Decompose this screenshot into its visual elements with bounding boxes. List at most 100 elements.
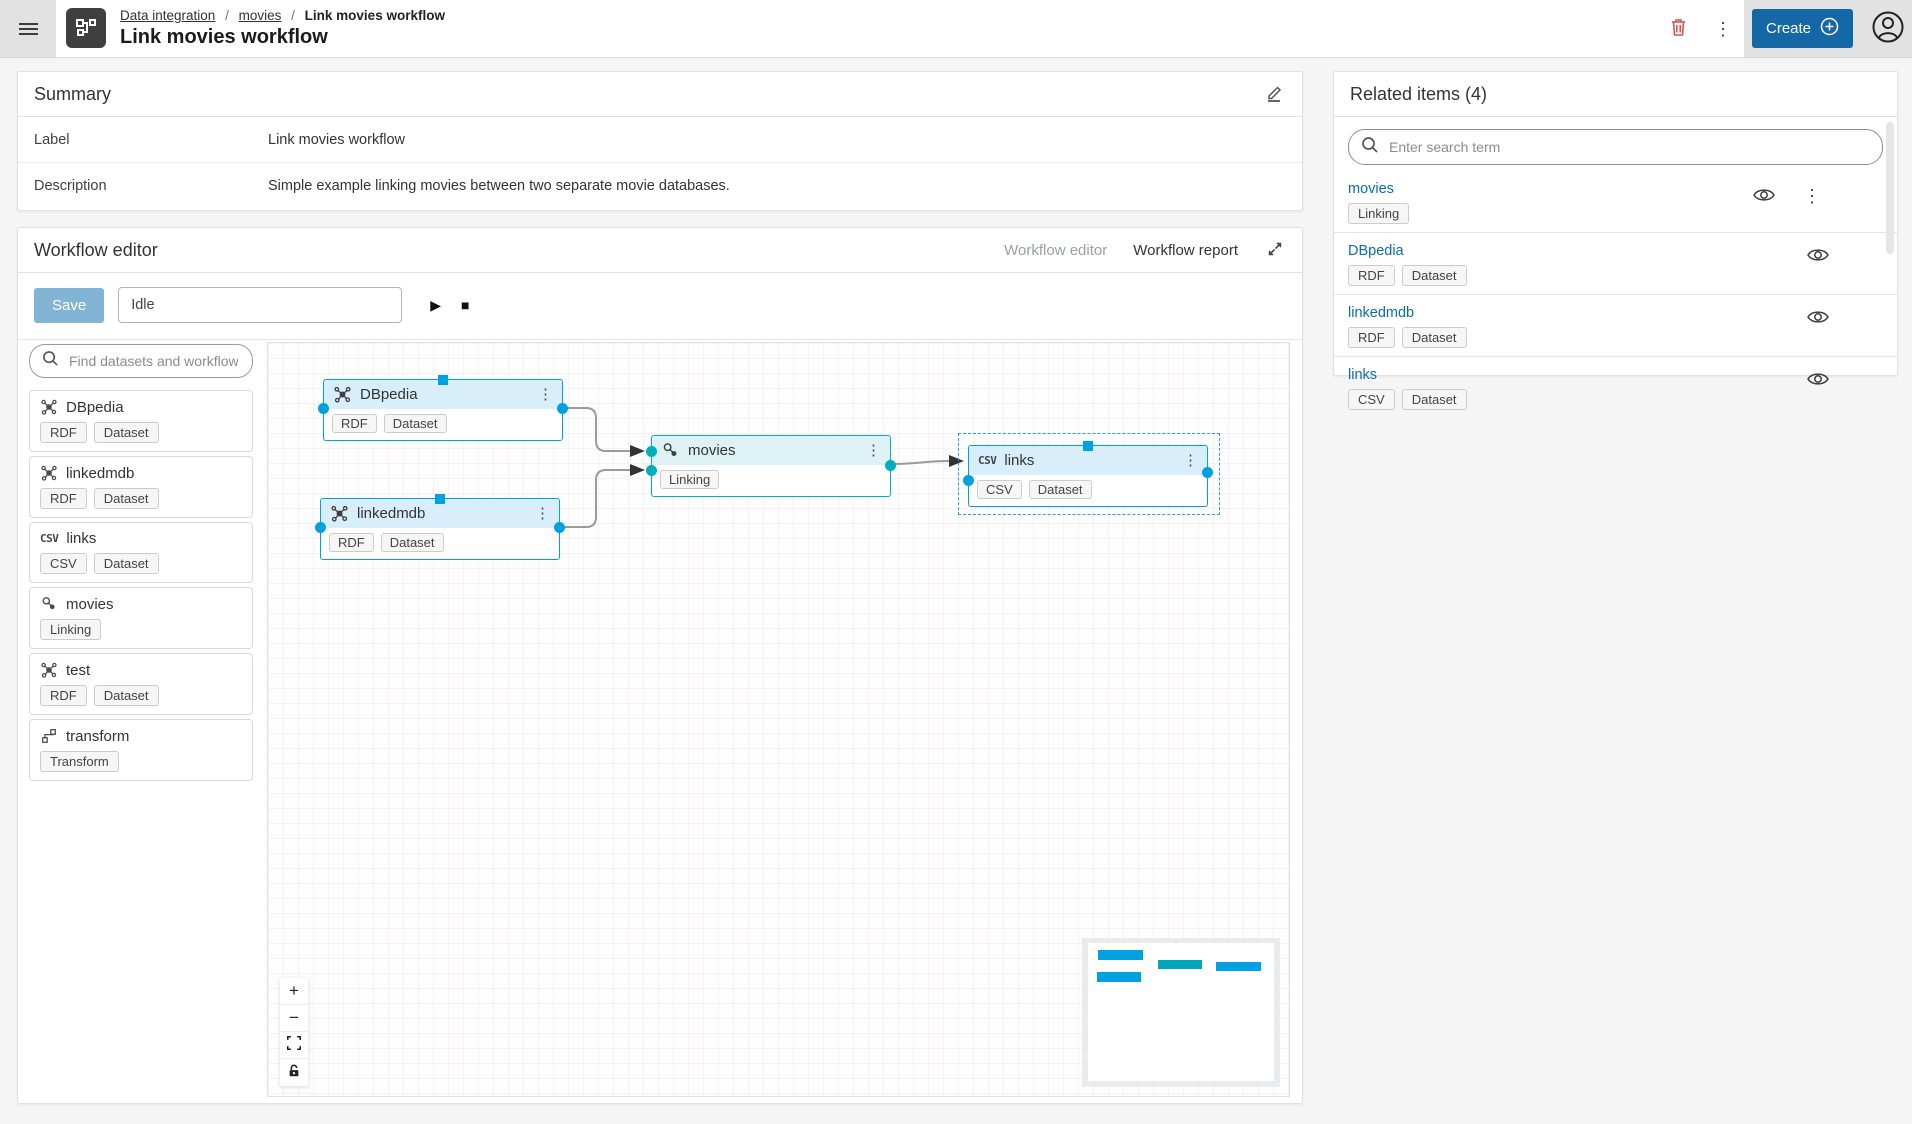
- node-input-port[interactable]: [646, 446, 657, 457]
- tag-chip: RDF: [1348, 327, 1395, 348]
- preview-button[interactable]: [1807, 371, 1829, 390]
- main-menu-button[interactable]: [0, 0, 56, 57]
- related-item-movies: movies Linking ⋮: [1334, 171, 1897, 232]
- fit-view-button[interactable]: [280, 1032, 308, 1059]
- node-output-port[interactable]: [557, 403, 568, 414]
- fit-view-icon: [287, 1035, 301, 1055]
- field-value: Simple example linking movies between tw…: [268, 178, 730, 194]
- node-output-port[interactable]: [554, 522, 565, 533]
- appbar-right-section: Create: [1744, 0, 1912, 57]
- minimap-viewport: [1088, 943, 1274, 1081]
- node-menu-icon[interactable]: ⋮: [538, 386, 553, 403]
- related-items-card: Related items (4) movies Linking ⋮: [1333, 71, 1898, 410]
- transform-icon: [40, 727, 58, 745]
- node-menu-icon[interactable]: ⋮: [866, 442, 881, 459]
- related-item-link[interactable]: DBpedia: [1348, 243, 1404, 259]
- operators-search-input[interactable]: [67, 352, 240, 370]
- tag-chip: RDF: [329, 533, 374, 552]
- edit-icon: [1264, 83, 1284, 106]
- workflow-node-linkedmdb[interactable]: linkedmdb ⋮ RDF Dataset: [315, 494, 565, 560]
- minimap-node: [1098, 950, 1143, 960]
- item-menu-button[interactable]: ⋮: [1801, 185, 1823, 207]
- node-name: movies: [688, 442, 736, 459]
- account-icon: [1871, 10, 1905, 47]
- breadcrumb-link-movies[interactable]: movies: [238, 8, 282, 23]
- node-input-port[interactable]: [963, 475, 974, 486]
- node-output-port[interactable]: [1202, 467, 1213, 478]
- node-handle[interactable]: [1083, 441, 1093, 451]
- eye-icon: [1753, 187, 1775, 206]
- stop-workflow-button[interactable]: ■: [461, 297, 469, 313]
- workflow-edge[interactable]: [892, 460, 950, 465]
- tag-chip: Linking: [1348, 203, 1410, 224]
- node-input-port[interactable]: [318, 403, 329, 414]
- node-input-port[interactable]: [315, 522, 326, 533]
- related-item-link[interactable]: movies: [1348, 181, 1394, 197]
- create-button[interactable]: Create: [1752, 9, 1854, 48]
- tag-chip: CSV: [40, 553, 87, 574]
- minimap-node: [1216, 962, 1261, 971]
- node-output-port[interactable]: [885, 460, 896, 471]
- related-item-link[interactable]: links: [1348, 367, 1378, 383]
- save-button[interactable]: Save: [34, 287, 105, 323]
- scrollbar-thumb[interactable]: [1886, 122, 1894, 254]
- workflow-node-dbpedia[interactable]: DBpedia ⋮ RDF Dataset: [318, 375, 568, 441]
- preview-button[interactable]: [1807, 247, 1829, 266]
- related-item-link[interactable]: linkedmdb: [1348, 305, 1415, 321]
- lock-toggle-button[interactable]: [280, 1059, 308, 1086]
- workflow-node-links[interactable]: CSV links ⋮ CSV Dataset: [963, 441, 1213, 507]
- tag-chip: RDF: [40, 488, 87, 509]
- related-item-dbpedia: DBpedia RDF Dataset: [1334, 232, 1897, 294]
- workflow-toolbar: Save ▶ ■: [18, 273, 1302, 340]
- node-name: linkedmdb: [357, 505, 426, 522]
- breadcrumb-link-data-integration[interactable]: Data integration: [120, 8, 216, 23]
- hamburger-icon: [18, 20, 38, 38]
- node-handle[interactable]: [435, 494, 445, 504]
- node-input-port[interactable]: [646, 465, 657, 476]
- zoom-out-button[interactable]: −: [280, 1005, 308, 1032]
- workflow-canvas[interactable]: DBpedia ⋮ RDF Dataset linkedmdb: [267, 342, 1290, 1097]
- breadcrumb-separator: /: [291, 8, 295, 23]
- rdf-dataset-icon: [40, 464, 58, 482]
- operator-item-links[interactable]: CSV links CSV Dataset: [29, 522, 253, 583]
- more-menu-button[interactable]: ⋮: [1712, 18, 1734, 40]
- tab-workflow-report[interactable]: Workflow report: [1133, 241, 1238, 259]
- preview-button[interactable]: [1807, 309, 1829, 328]
- plus-circle-icon: [1820, 17, 1839, 40]
- preview-button[interactable]: [1753, 187, 1775, 206]
- csv-dataset-icon: CSV: [978, 454, 997, 467]
- account-button[interactable]: [1869, 8, 1907, 49]
- related-items-search-input[interactable]: [1387, 138, 1870, 156]
- summary-description-row: Description Simple example linking movie…: [18, 162, 1302, 208]
- run-workflow-button[interactable]: ▶: [430, 297, 441, 314]
- operator-item-dbpedia[interactable]: DBpedia RDF Dataset: [29, 390, 253, 452]
- related-item-links: links CSV Dataset: [1334, 356, 1897, 418]
- operator-item-test[interactable]: test RDF Dataset: [29, 653, 253, 715]
- workflow-status-field[interactable]: [118, 287, 403, 323]
- create-button-label: Create: [1766, 20, 1812, 37]
- more-vert-icon: ⋮: [1714, 18, 1732, 39]
- zoom-in-button[interactable]: +: [280, 978, 308, 1005]
- tag-chip: Dataset: [93, 422, 159, 443]
- delete-button[interactable]: [1667, 15, 1690, 42]
- maximize-button[interactable]: [1264, 238, 1286, 263]
- canvas-controls: + −: [280, 978, 308, 1086]
- node-name: links: [1004, 452, 1035, 469]
- minimap[interactable]: [1082, 938, 1280, 1087]
- operator-item-movies[interactable]: movies Linking: [29, 587, 253, 649]
- summary-title: Summary: [34, 83, 112, 104]
- minimap-node: [1097, 972, 1141, 982]
- rdf-dataset-icon: [40, 661, 58, 679]
- node-menu-icon[interactable]: ⋮: [1183, 452, 1198, 469]
- workflow-node-movies[interactable]: movies ⋮ Linking: [646, 435, 896, 497]
- workflow-edge[interactable]: [562, 469, 630, 528]
- rdf-dataset-icon: [333, 385, 352, 404]
- node-handle[interactable]: [438, 375, 448, 385]
- node-menu-icon[interactable]: ⋮: [535, 505, 550, 522]
- operator-item-linkedmdb[interactable]: linkedmdb RDF Dataset: [29, 456, 253, 518]
- eye-icon: [1807, 247, 1829, 266]
- edge-arrow-icon: [630, 445, 645, 457]
- edit-summary-button[interactable]: [1262, 81, 1286, 108]
- operator-item-transform[interactable]: transform Transform: [29, 719, 253, 781]
- workflow-edge[interactable]: [565, 407, 630, 452]
